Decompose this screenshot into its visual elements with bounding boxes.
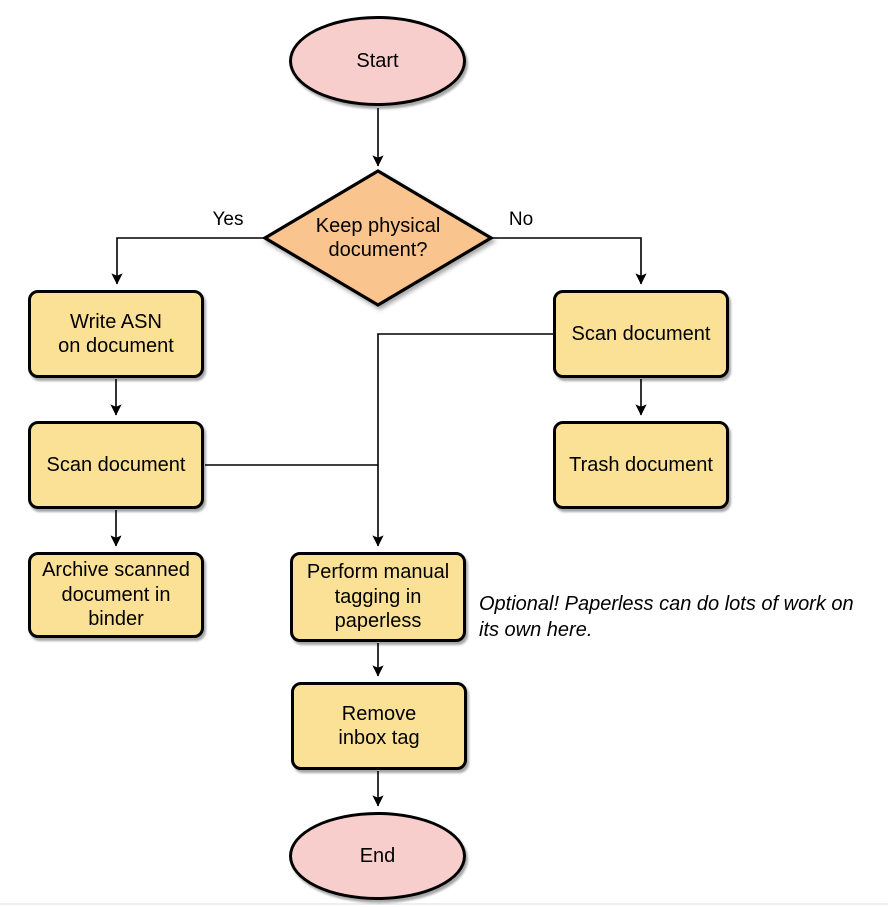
edge-scan-right-to-tagging <box>372 333 553 547</box>
node-start: Start <box>289 16 466 106</box>
node-decision: Keep physical document? <box>262 168 494 308</box>
node-scan-left-label: Scan document <box>46 453 186 476</box>
node-tagging: Perform manual tagging in paperless <box>290 552 466 642</box>
edge-decision-yes-to-write-asn <box>111 237 265 285</box>
node-remove-inbox: Remove inbox tag <box>291 682 467 770</box>
bottom-divider <box>0 903 888 905</box>
node-scan-right: Scan document <box>553 290 729 378</box>
node-archive-label: Archive scanned document in binder <box>42 559 190 631</box>
node-scan-left: Scan document <box>28 421 204 509</box>
node-write-asn: Write ASN on document <box>28 290 204 378</box>
node-end-label: End <box>359 844 396 867</box>
node-scan-right-label: Scan document <box>571 322 711 345</box>
node-end: End <box>289 812 466 900</box>
node-tagging-label: Perform manual tagging in paperless <box>306 561 450 633</box>
edge-label-yes: Yes <box>212 209 244 230</box>
node-write-asn-label: Write ASN on document <box>58 310 174 357</box>
node-decision-label: Keep physical document? <box>315 214 441 261</box>
annotation-optional-note: Optional! Paperless can do lots of work … <box>479 593 854 641</box>
node-trash: Trash document <box>553 421 729 509</box>
node-remove-inbox-label: Remove inbox tag <box>338 702 420 749</box>
node-archive: Archive scanned document in binder <box>28 552 204 638</box>
edge-decision-no-to-scan-right <box>490 237 647 285</box>
decision-diamond-shape <box>262 169 494 307</box>
edge-label-no: No <box>508 209 534 230</box>
node-trash-label: Trash document <box>569 453 713 476</box>
node-start-label: Start <box>356 49 399 72</box>
